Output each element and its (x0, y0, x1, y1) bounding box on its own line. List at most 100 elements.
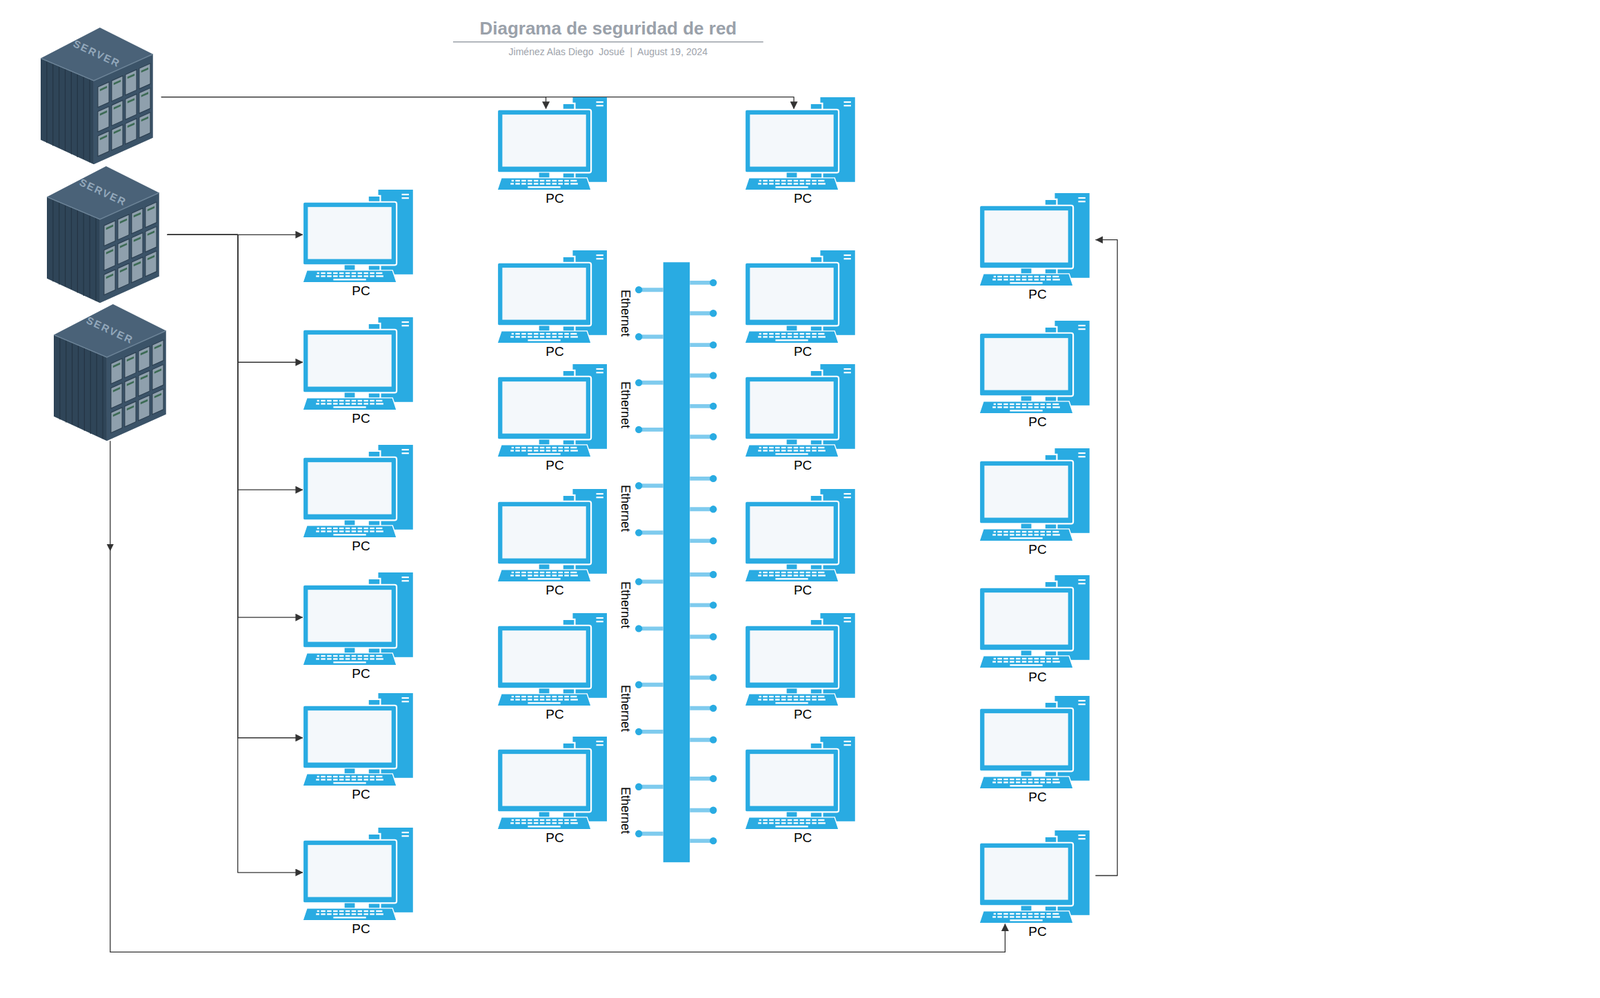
shape-part (804, 331, 806, 338)
shape-part (344, 526, 346, 533)
shape-part (140, 399, 148, 405)
shape-part (786, 178, 788, 185)
shape-part (562, 570, 565, 577)
shape-part (595, 496, 603, 498)
shape-part (562, 446, 565, 453)
shape-part (325, 398, 327, 405)
pc-label: PC (497, 830, 614, 846)
shape-part (709, 704, 717, 712)
shape-part (749, 506, 834, 558)
shape-part (1008, 657, 1010, 664)
pc-icon (744, 736, 856, 831)
shape-part (64, 204, 66, 287)
shape-part (1010, 537, 1043, 539)
pc-node: PC (497, 488, 614, 598)
pc-node: PC (497, 364, 614, 474)
shape-part (1078, 455, 1086, 458)
shape-part (638, 831, 664, 836)
shape-part (356, 271, 358, 278)
shape-part (1026, 529, 1029, 536)
shape-part (595, 744, 603, 746)
pc-node: PC (302, 189, 419, 299)
pc-label: PC (497, 191, 614, 207)
shape-part (979, 332, 1074, 396)
shape-part (97, 106, 109, 132)
shape-part (995, 777, 998, 784)
shape-part (844, 100, 852, 103)
shape-part (152, 340, 164, 366)
shape-part (350, 653, 352, 660)
shape-part (502, 381, 586, 434)
shape-part (147, 230, 155, 236)
connector (1095, 240, 1118, 876)
shape-part (514, 818, 570, 825)
shape-part (139, 112, 151, 138)
pc-icon (979, 448, 1090, 543)
shape-part (844, 493, 852, 495)
shape-part (762, 695, 818, 702)
shape-part (744, 625, 839, 689)
shape-part (350, 398, 352, 405)
shape-part (762, 446, 818, 453)
shape-part (1002, 777, 1004, 784)
shape-part (514, 178, 570, 185)
shape-part (537, 331, 540, 338)
pc-label: PC (979, 789, 1096, 805)
shape-part (709, 633, 717, 640)
shape-part (138, 370, 150, 396)
shape-part (497, 177, 592, 190)
shape-part (319, 526, 321, 533)
pc-label: PC (302, 921, 419, 937)
label-holder: Ethernet (618, 484, 633, 532)
shape-part (984, 593, 1069, 645)
shape-part (331, 271, 334, 278)
shape-part (568, 570, 570, 577)
shape-part (127, 122, 135, 129)
shape-part (502, 267, 586, 320)
shape-part (997, 777, 1053, 784)
shape-part (767, 331, 769, 338)
pc-label: PC (302, 283, 419, 299)
label-holder: Ethernet (618, 684, 633, 732)
shape-part (374, 398, 376, 405)
pc-icon (979, 575, 1090, 669)
shape-part (344, 520, 356, 526)
shape-part (979, 400, 1074, 414)
shape-part (527, 577, 560, 580)
port-label: Ethernet (618, 581, 633, 629)
shape-part (816, 446, 818, 453)
shape-part (780, 178, 782, 185)
shape-part (46, 166, 160, 220)
shape-part (984, 848, 1069, 900)
shape-part (325, 653, 327, 660)
shape-part (141, 91, 149, 98)
shape-part (1044, 274, 1047, 281)
shape-part (111, 358, 123, 385)
shape-part (595, 100, 603, 103)
shape-part (775, 453, 808, 455)
pc-icon (979, 193, 1090, 287)
shape-part (133, 236, 141, 243)
pc-label: PC (744, 582, 861, 598)
shape-part (145, 226, 157, 253)
shape-part (40, 27, 154, 81)
shape-part (344, 265, 356, 271)
shape-part (635, 577, 643, 585)
shape-part (761, 818, 763, 825)
shape-part (556, 570, 558, 577)
shape-part (780, 818, 782, 825)
pc-node: PC (744, 488, 861, 598)
pc-node: PC (744, 613, 861, 723)
shape-part (635, 426, 643, 434)
shape-part (1002, 274, 1004, 281)
shape-part (1014, 274, 1016, 281)
shape-part (1020, 657, 1023, 664)
shape-part (544, 331, 546, 338)
shape-part (127, 97, 135, 104)
pc-label: PC (744, 706, 861, 723)
pc-label: PC (979, 286, 1096, 303)
shape-part (786, 818, 788, 825)
shape-part (744, 693, 839, 707)
shape-part (337, 526, 340, 533)
